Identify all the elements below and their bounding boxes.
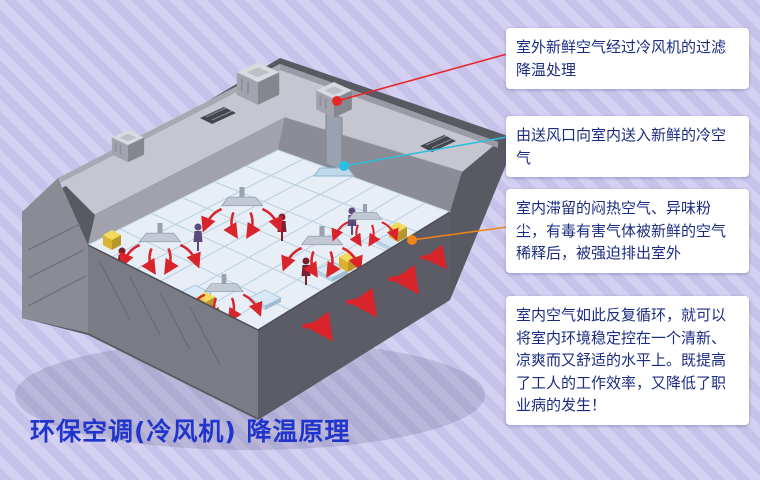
front-right-wall	[258, 212, 450, 418]
callout-box-4: 室内空气如此反复循环，就可以将室内环境稳定控在一个清新、凉爽而又舒适的水平上。既…	[506, 296, 749, 425]
inner-wall-left	[88, 118, 285, 245]
callout-connectors	[332, 53, 508, 245]
front-left-wall	[88, 245, 258, 418]
supply-duct	[313, 111, 355, 177]
callout-text-4: 室内空气如此反复循环，就可以将室内环境稳定控在一个清新、凉爽而又舒适的水平上。既…	[516, 306, 727, 414]
callout-dot-3	[407, 235, 417, 245]
callout-text-2: 由送风口向室内送入新鲜的冷空气	[516, 126, 727, 167]
callout-box-2: 由送风口向室内送入新鲜的冷空气	[506, 116, 749, 177]
callout-dot-1	[332, 96, 342, 106]
callout-box-1: 室外新鲜空气经过冷风机的过滤降温处理	[506, 28, 749, 89]
callout-connector-1	[336, 53, 508, 102]
page-title: 环保空调(冷风机) 降温原理	[30, 417, 351, 446]
callout-text-3: 室内滞留的闷热空气、异味粉尘，有毒有害气体被新鲜的空气稀释后，被强迫排出室外	[516, 199, 727, 262]
callout-box-3: 室内滞留的闷热空气、异味粉尘，有毒有害气体被新鲜的空气稀释后，被强迫排出室外	[506, 189, 749, 273]
callout-dot-2	[339, 161, 349, 171]
inner-wall-right	[278, 118, 462, 212]
wall-top-edge	[87, 211, 451, 331]
callout-text-1: 室外新鲜空气经过冷风机的过滤降温处理	[516, 38, 727, 79]
left-facade	[22, 178, 88, 333]
callout-connector-3	[411, 226, 508, 241]
roof-vent-grille-icons	[200, 107, 456, 152]
callout-connector-2	[343, 136, 508, 167]
